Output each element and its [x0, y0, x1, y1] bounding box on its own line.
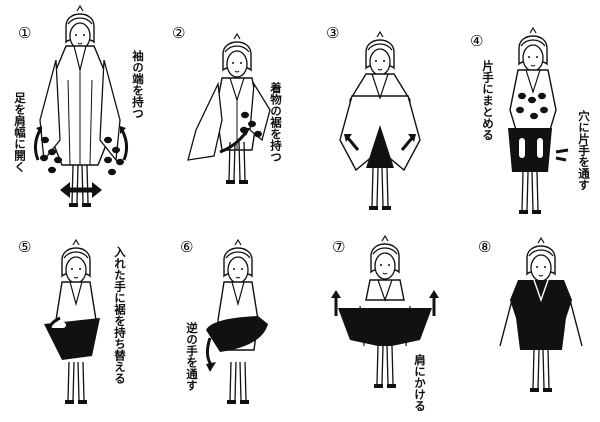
- step-number: ⑤: [18, 238, 31, 256]
- step-1-caption-right: 袖の端を持つ: [131, 50, 145, 119]
- step-number: ②: [172, 24, 185, 42]
- step-6: ⑥ 逆の手を通す: [180, 238, 268, 405]
- step-3: ③: [326, 24, 421, 211]
- step-1: ① 足を肩幅に開く 袖の端を持つ: [13, 5, 145, 208]
- step-5-caption: 入れた手に裾を持ち替える: [113, 246, 127, 384]
- step-4-caption-right: 穴に片手を通す: [577, 110, 591, 191]
- step-2: ② 着物の裾を持つ: [172, 24, 283, 185]
- step-number: ③: [326, 24, 339, 42]
- step-number: ①: [18, 24, 31, 42]
- step-7: ⑦ 肩にかける: [331, 235, 439, 412]
- step-4-caption-left: 片手にまとめる: [481, 60, 495, 141]
- step-1-caption-left: 足を肩幅に開く: [13, 92, 27, 173]
- step-number: ⑦: [332, 238, 345, 256]
- step-number: ④: [470, 32, 483, 50]
- step-7-caption: 肩にかける: [413, 354, 427, 412]
- step-8: ⑧: [478, 237, 583, 393]
- step-2-caption: 着物の裾を持つ: [269, 82, 283, 163]
- step-4: ④ 片手にまとめる 穴に片手を通す: [470, 27, 591, 215]
- step-5: ⑤ 入れた手に裾を持ち替える: [18, 238, 127, 405]
- step-number: ⑧: [478, 238, 491, 256]
- step-6-caption: 逆の手を通す: [185, 322, 199, 391]
- step-number: ⑥: [180, 238, 193, 256]
